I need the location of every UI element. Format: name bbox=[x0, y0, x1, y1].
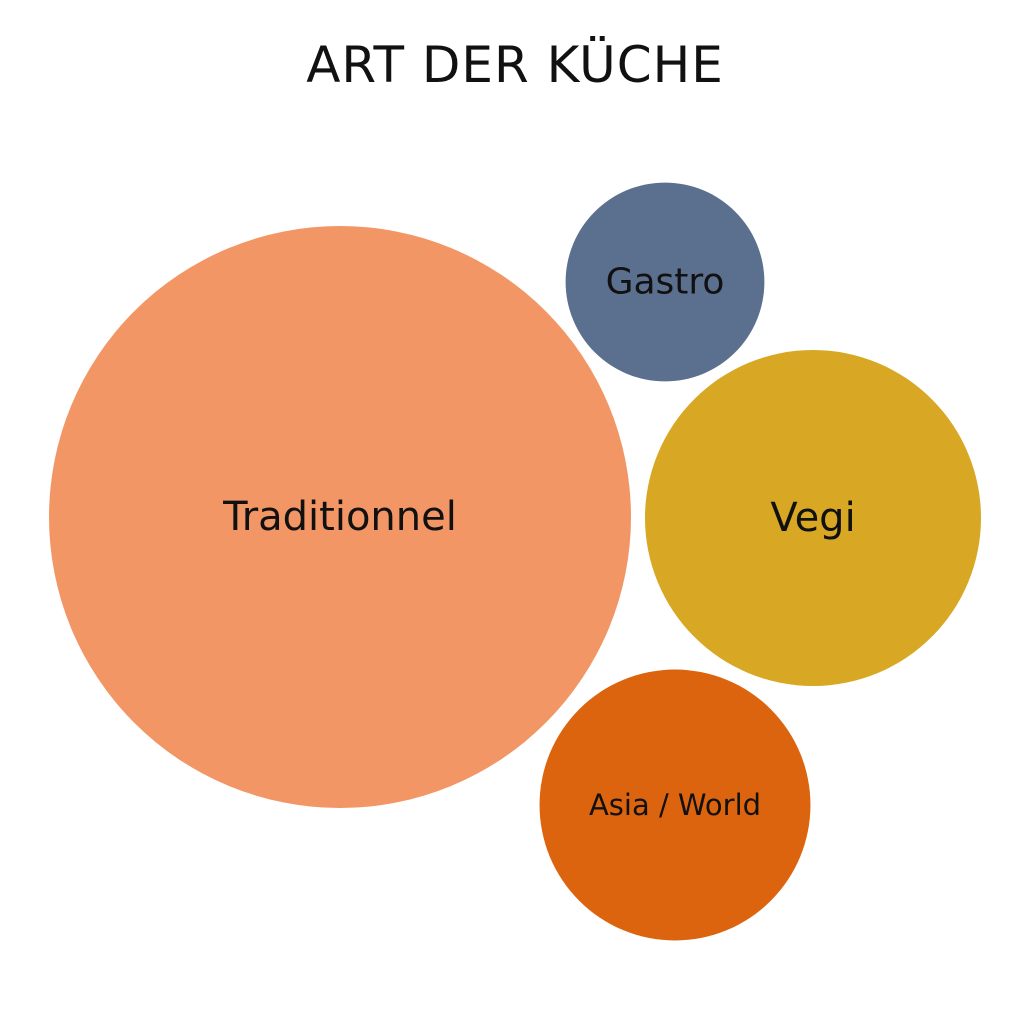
bubble-traditionnel bbox=[49, 226, 631, 808]
bubble-label-vegi: Vegi bbox=[770, 495, 855, 541]
bubble-vegi bbox=[644, 349, 982, 687]
bubble-label-asia-world: Asia / World bbox=[589, 788, 761, 822]
bubble-label-gastro: Gastro bbox=[606, 262, 725, 303]
bubble-gastro bbox=[565, 182, 765, 382]
bubble-asia-world bbox=[539, 669, 811, 941]
bubble-label-traditionnel: Traditionnel bbox=[222, 494, 457, 540]
chart-title: ART DER KÜCHE bbox=[306, 36, 724, 94]
